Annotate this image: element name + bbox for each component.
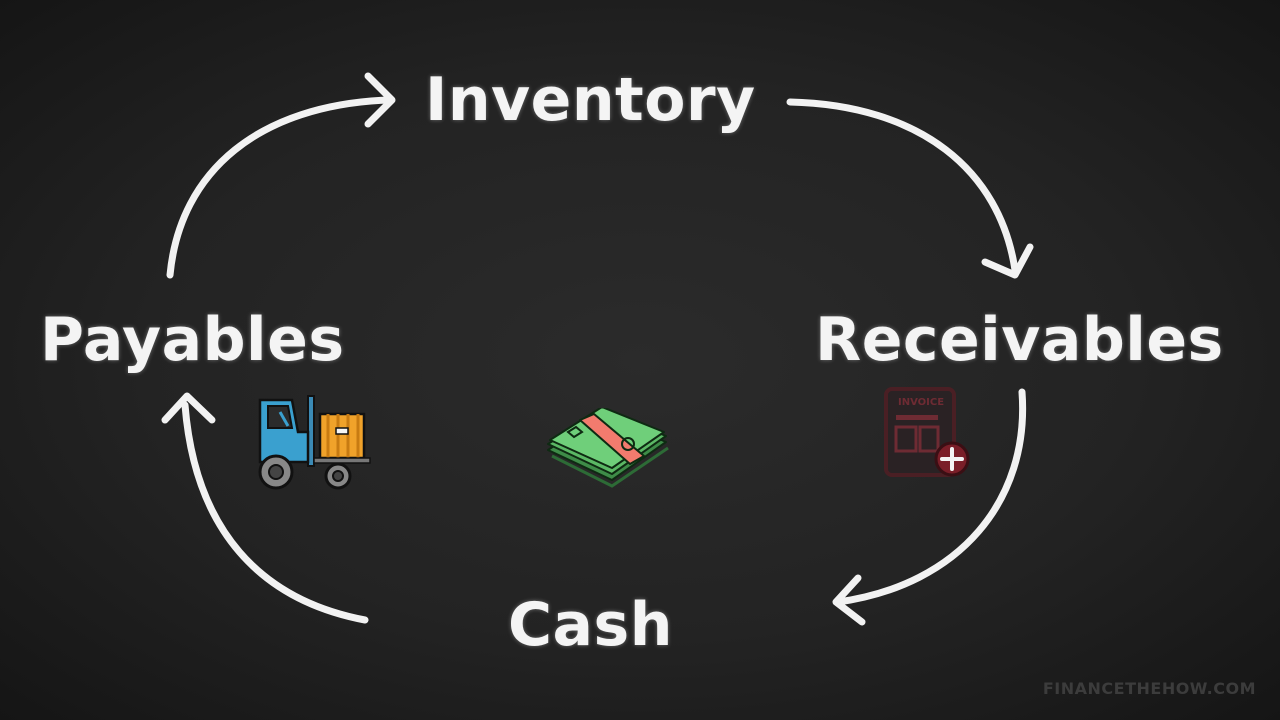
cash-bundle-icon	[547, 408, 669, 488]
node-receivables: Receivables	[815, 305, 1224, 375]
arrowhead-receivables	[981, 243, 1034, 279]
node-inventory: Inventory	[425, 65, 756, 135]
watermark: FINANCETHEHOW.COM	[1042, 679, 1256, 698]
invoice-text: INVOICE	[898, 397, 944, 408]
invoice-icon: INVOICE	[884, 387, 970, 477]
forklift-icon	[258, 395, 371, 490]
node-cash: Cash	[508, 590, 673, 660]
arrow-cash-to-payables	[181, 401, 369, 624]
arrow-inventory-to-receivables	[786, 98, 1019, 274]
arrowhead-inventory	[364, 72, 396, 128]
arrow-payables-to-inventory	[166, 96, 392, 279]
arrow-receivables-to-cash	[834, 388, 1027, 606]
arrowhead-payables	[161, 392, 216, 424]
node-payables: Payables	[40, 305, 345, 375]
arrowhead-cash	[832, 574, 866, 626]
